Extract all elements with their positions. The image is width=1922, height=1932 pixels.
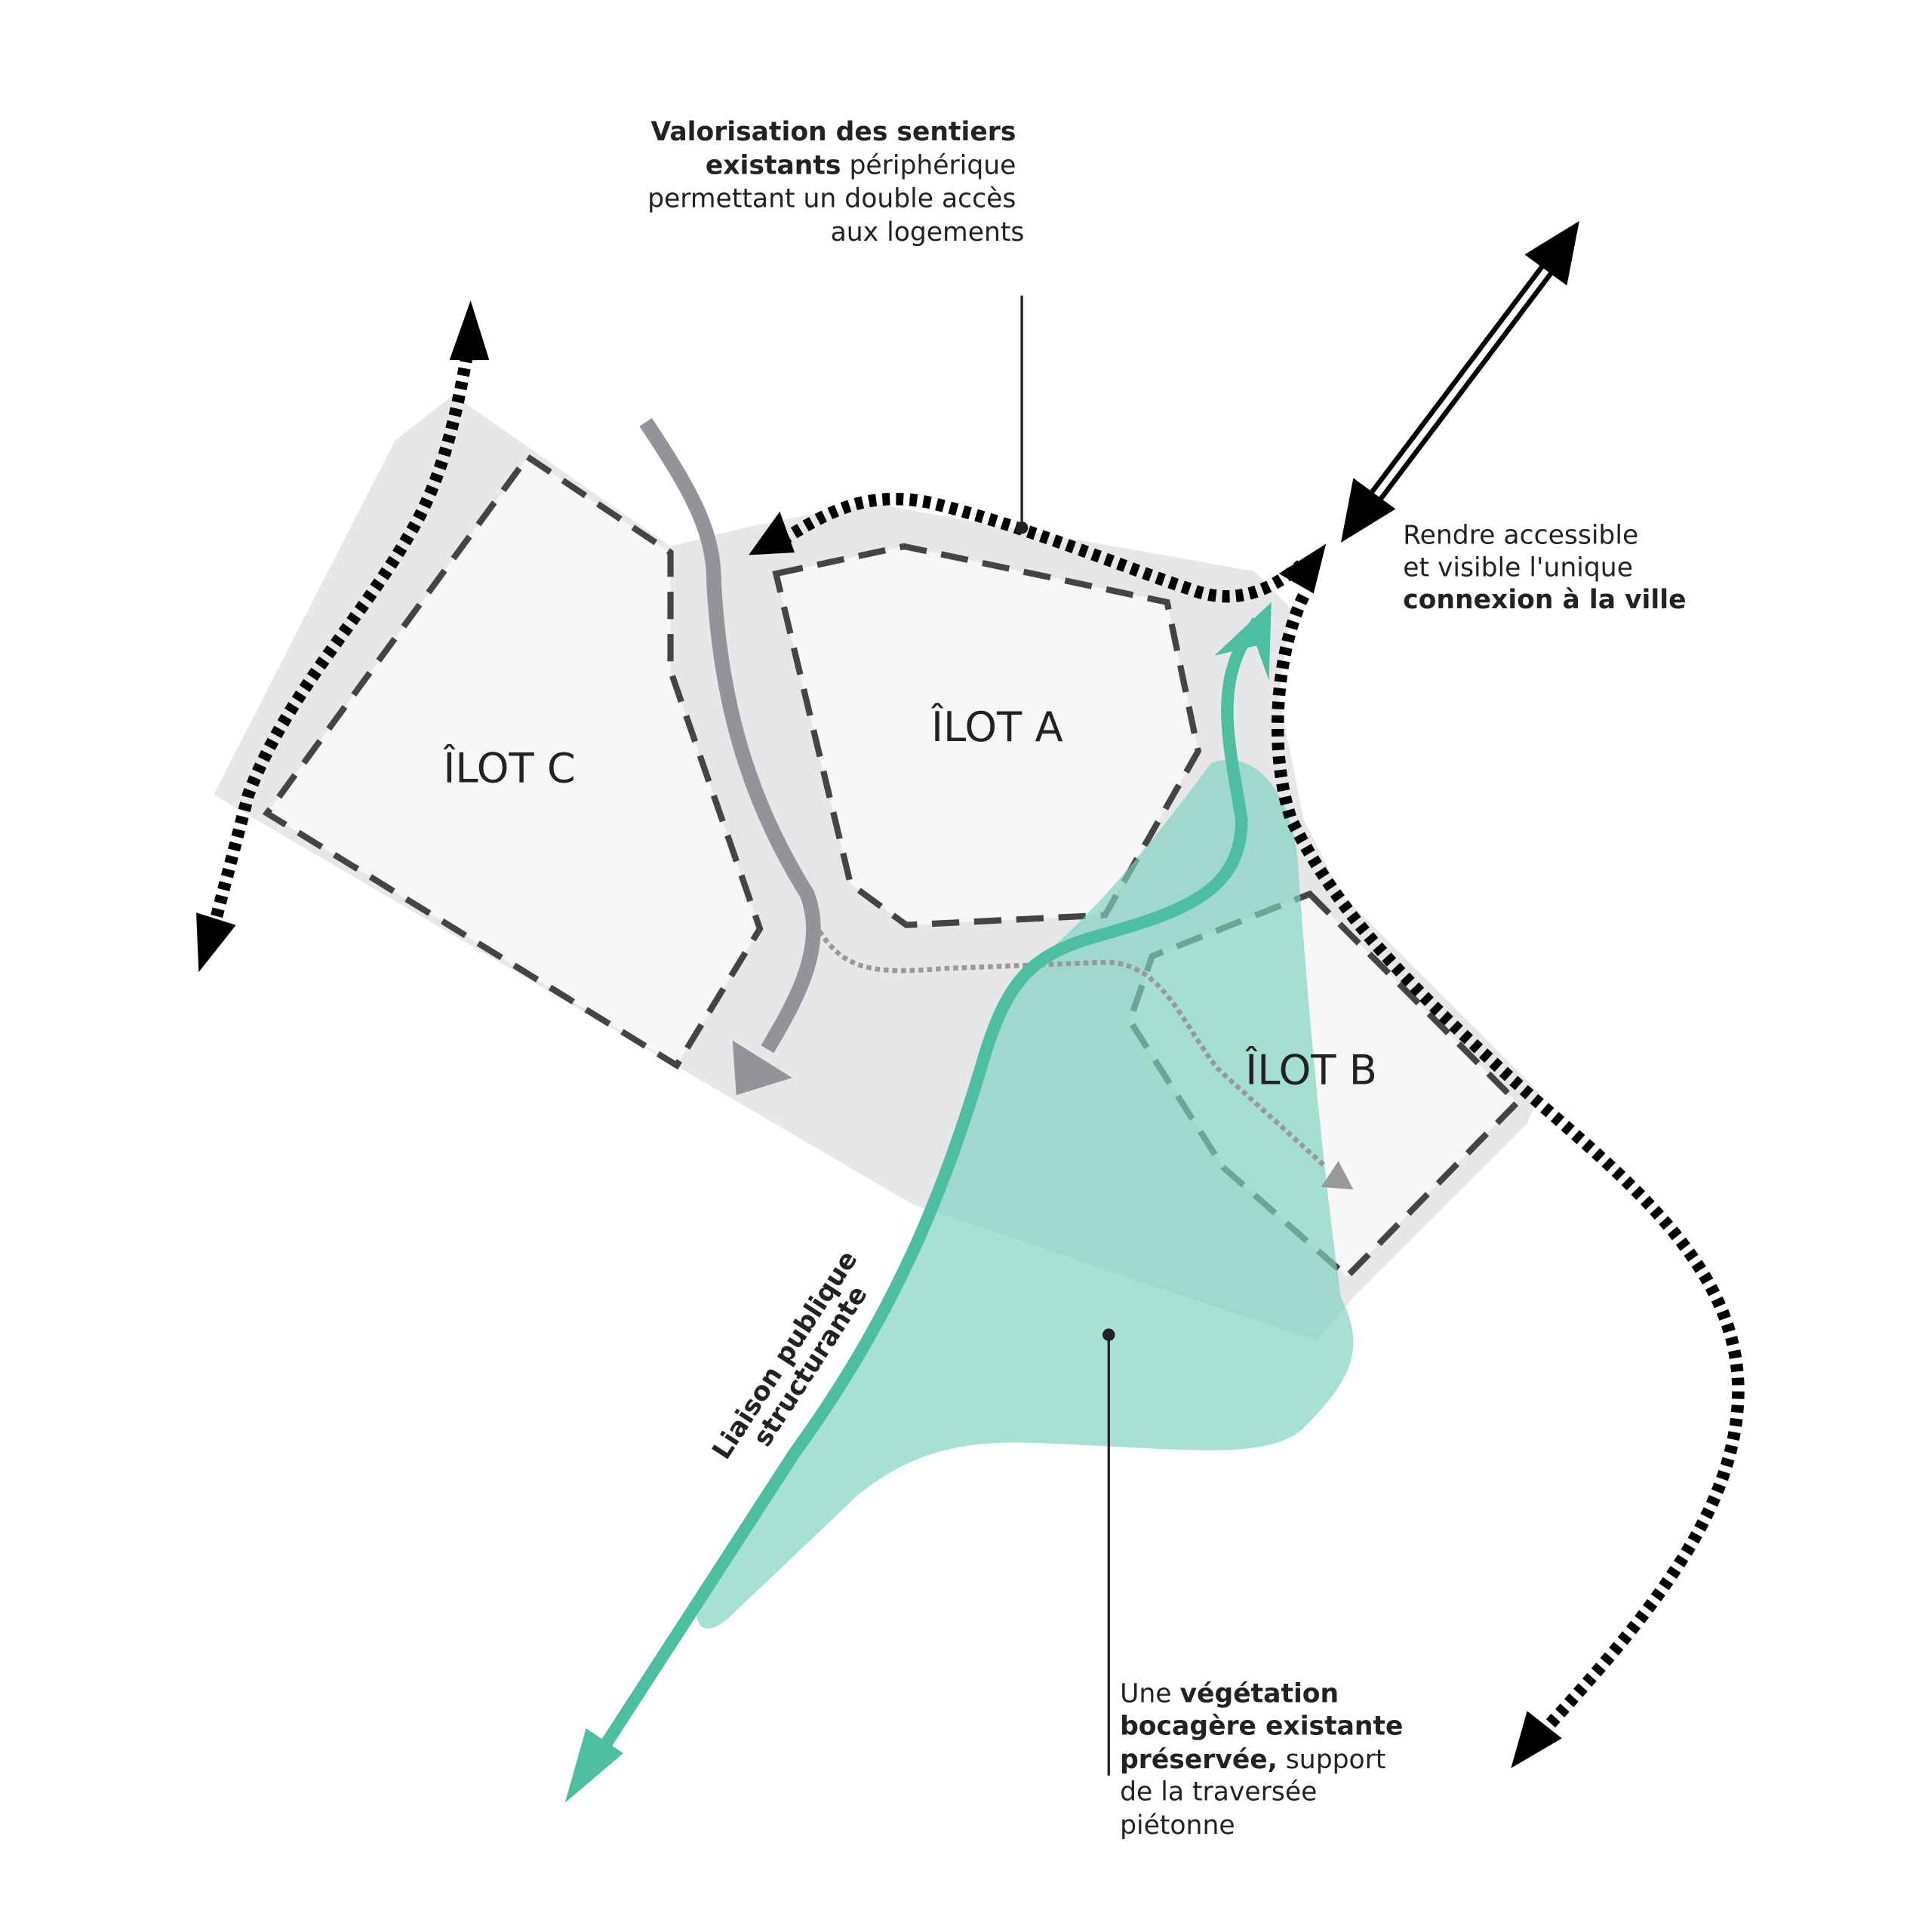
- ilot-c-outline: [262, 452, 764, 1070]
- annotation-paths: Valorisation des sentiers existants péri…: [647, 117, 1024, 248]
- internal-footpath: [817, 930, 1328, 1169]
- gray-arrow-head: [732, 1040, 792, 1096]
- ilot-a-outline: [772, 543, 1202, 928]
- arrow-head-south-west: [196, 912, 236, 973]
- green-arrow-head-north: [1214, 601, 1272, 681]
- ilot-a-label: ÎLOT A: [930, 702, 1063, 751]
- footpath-arrow-head: [1321, 1161, 1354, 1190]
- annotation-vegetation: Une végétation bocagère existante préser…: [1120, 1679, 1411, 1841]
- green-arrow-head-south: [564, 1728, 623, 1803]
- peripheral-path-east: [1271, 593, 1745, 1743]
- city-connection-double-arrow: [1340, 220, 1579, 543]
- peripheral-path-north: [779, 492, 1305, 603]
- leader-dot-vegetation: [1102, 1328, 1115, 1341]
- arrow-head-south-east: [1511, 1711, 1562, 1768]
- gray-path-arrow: [639, 417, 821, 1054]
- arrow-head-north-west: [449, 300, 490, 361]
- leader-dot-paths: [1015, 521, 1029, 534]
- peripheral-paths: [205, 340, 1745, 1743]
- ilot-c-label: ÎLOT C: [442, 743, 575, 792]
- public-link-route: [588, 617, 1263, 1767]
- arrow-head-east-junction: [1278, 543, 1327, 594]
- vegetation-area: [697, 759, 1354, 1629]
- ilot-b-label: ÎLOT B: [1244, 1044, 1377, 1094]
- annotation-connection: Rendre accessible et visible l'unique co…: [1403, 521, 1686, 616]
- peripheral-path-west: [205, 340, 476, 940]
- arrow-head-north-path: [749, 511, 795, 555]
